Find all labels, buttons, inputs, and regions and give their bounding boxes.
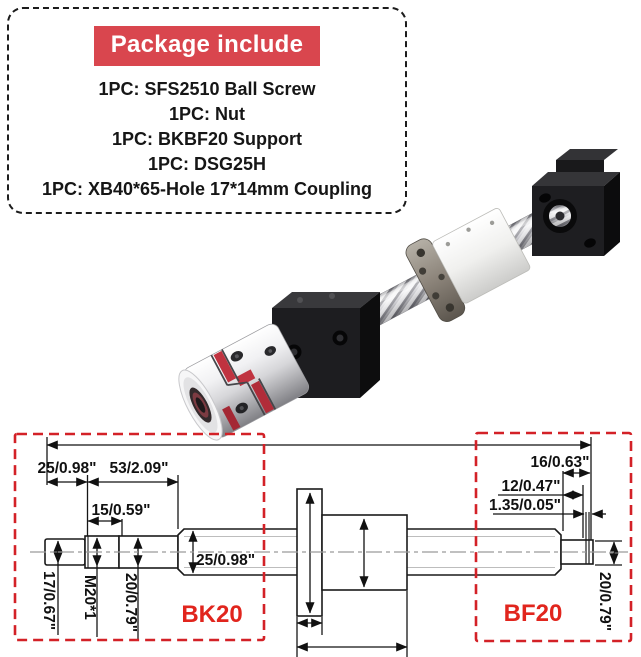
- package-include-box: Package include 1PC: SFS2510 Ball Screw …: [7, 7, 407, 214]
- extension-lines: [46, 437, 622, 657]
- package-item: 1PC: XB40*65-Hole 17*14mm Coupling: [41, 179, 373, 199]
- dim-label-step-length: 53/2.09": [109, 460, 168, 477]
- package-item: 1PC: DSG25H: [147, 154, 267, 174]
- dim-label-bf-journal-diameter: 20/0.79": [596, 572, 613, 631]
- dim-label-journal-diameter: 20/0.79": [122, 573, 139, 632]
- dim-label-screw-diameter: 25/0.98": [196, 552, 255, 569]
- dim-label-thread-length: 15/0.59": [91, 502, 150, 519]
- bk20-label: BK20: [181, 601, 242, 628]
- bf20-region-box: [474, 431, 633, 643]
- bf20-support-block: [532, 149, 620, 256]
- dim-label-end-length: 25/0.98": [37, 460, 96, 477]
- dim-label-thread-spec: M20*1: [81, 575, 98, 620]
- package-item: 1PC: BKBF20 Support: [111, 129, 302, 149]
- dim-label-bf-end-length: 16/0.63": [530, 454, 589, 471]
- package-item-list: 1PC: SFS2510 Ball Screw 1PC: Nut 1PC: BK…: [9, 77, 405, 202]
- ballnut-flange: [405, 238, 466, 322]
- bk20-region-box: [13, 432, 266, 642]
- package-item: 1PC: SFS2510 Ball Screw: [98, 79, 316, 99]
- coupling: [178, 323, 310, 441]
- bf20-label: BF20: [504, 600, 563, 627]
- package-item: 1PC: Nut: [169, 104, 245, 124]
- ballnut-housing: [432, 208, 531, 304]
- package-include-title: Package include: [93, 26, 321, 66]
- dim-label-bf-journal-length: 12/0.47": [501, 478, 560, 495]
- dim-label-groove-width: 1.35/0.05": [489, 497, 561, 514]
- dimension-drawing: 25/0.98" 53/2.09" 15/0.59" 25/0.98" 17/0…: [13, 431, 633, 657]
- dim-label-end-diameter: 17/0.67": [40, 571, 57, 630]
